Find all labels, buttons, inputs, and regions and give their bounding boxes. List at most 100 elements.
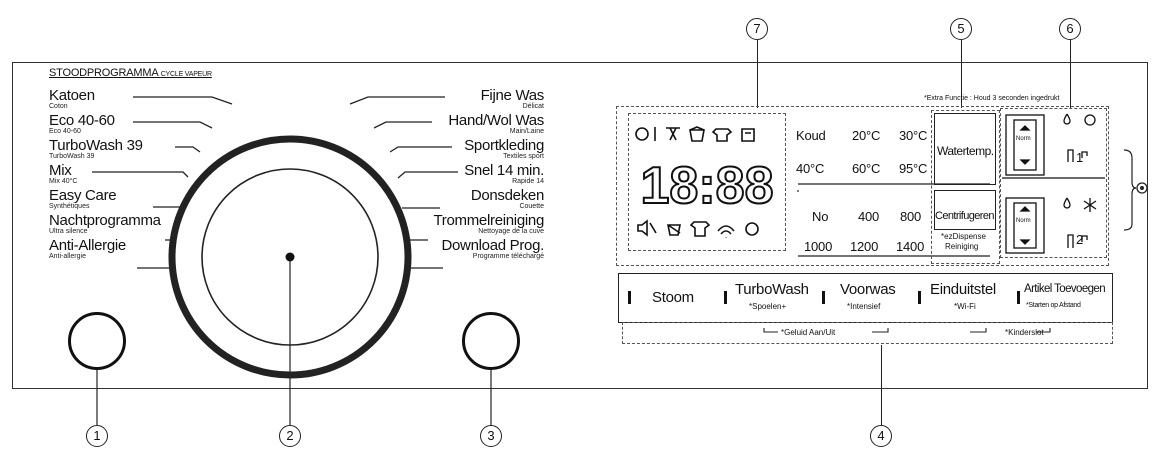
spin-800: 800 [900,209,922,224]
connector-eco [133,121,213,129]
tank1-down-icon [1019,159,1031,165]
turbowash-sub: *Spoelen+ [749,302,787,311]
einduitstel-sub: *Wi-Fi [954,302,976,311]
callout-2: 2 [279,425,301,447]
extra-function-note: *Extra Functie : Houd 3 seconden ingedru… [924,95,1060,102]
steam-program-title: STOODPROGRAMMA [49,67,158,79]
artikel-toevoegen-sub: *Starten op Afstand [1026,302,1081,309]
reiniging-label: Reiniging [945,242,979,251]
spin-no: No [812,209,829,224]
tank2-up-icon [1019,206,1031,212]
spin-1400: 1400 [896,239,925,254]
start-pause-button[interactable] [462,312,520,370]
callout-4-line [881,345,882,425]
connector-sport [389,146,452,153]
tank1-softener-icon [1084,114,1096,126]
water-temp-label: Watertemp. [937,144,994,158]
tank2-adjust-box [1005,197,1045,254]
callout-1: 1 [86,425,108,447]
tank2-snow-icon [1083,198,1097,212]
tank1-adjust-inner [1013,119,1037,171]
callout-6: 6 [1059,18,1081,40]
temp-20: 20°C [852,128,881,143]
ezdispense-block [931,110,1000,264]
callout-7: 7 [746,18,768,40]
time-digits: 18:88 [641,157,774,215]
callout-7-line [757,40,758,108]
tank2-detergent-icon [1063,197,1071,209]
steam-program-header: STOODPROGRAMMA CYCLE VAPEUR [49,67,212,79]
power-button[interactable] [68,312,126,370]
spin-1200: 1200 [850,239,879,254]
ezdispense-tanks [1000,108,1107,258]
tank1-detergent-icon [1063,113,1071,125]
connector-hand-wol [373,121,432,129]
connector-fijne-was [349,96,445,105]
tank1-up-icon [1019,125,1031,131]
childlock-combo-label: *Kinderslot [1005,328,1044,337]
temp-95: 95°C [899,161,928,176]
combo-brackets [763,328,1051,333]
wash-icon [689,126,705,142]
temp-40: 40°C [796,161,825,176]
lock-icon [745,222,759,236]
turbowash-button[interactable]: TurboWash [735,281,809,298]
tank1-indicator [1067,149,1088,162]
button-group-outline [622,322,1113,344]
artikel-toevoegen-button[interactable]: Artikel Toevoegen [1024,283,1106,295]
spin-400: 400 [858,209,880,224]
callout-4: 4 [870,425,892,447]
callout-3: 3 [480,425,502,447]
tank2-indicator [1067,234,1088,248]
spin-icon [741,128,755,142]
temp-60: 60°C [852,161,881,176]
temp-koud: Koud [796,128,826,143]
sound-combo-label: *Geluid Aan/Uit [781,328,836,337]
program-knob-center-dot [285,252,295,262]
temp-30: 30°C [899,128,928,143]
water-temp-button[interactable] [934,113,996,185]
callout-5: 5 [950,18,972,40]
connector-turbowash [175,146,201,153]
status-display-block [628,113,786,251]
stoom-button[interactable]: Stoom [652,289,694,306]
tank2-number: 2 [1076,232,1084,247]
connector-mix [92,171,189,178]
control-panel [12,62,1148,389]
voorwas-button[interactable]: Voorwas [840,281,896,298]
callout-5-line [961,40,962,108]
steam-program-subtitle: CYCLE VAPEUR [160,71,212,78]
tank1-adjust-box [1005,114,1045,176]
gear-icon [1136,182,1148,194]
connector-snel [397,171,458,179]
spin-1000: 1000 [804,239,833,254]
nospin-icon [666,127,680,141]
steam-status-icon [635,127,649,141]
voorwas-sub: *Intensief [847,302,881,311]
spin-label: Centrifugeren [935,210,994,222]
program-snel: Snel 14 min.Rapide 14 [464,162,544,185]
callout-6-line [1070,40,1071,108]
status-icons: 18:88 [635,126,775,238]
tank1-norm-label: Norm [1016,136,1031,142]
einduitstel-button[interactable]: Einduitstel [930,281,996,298]
tank-controls [1002,113,1105,254]
ezdispense-label: *ezDispense [941,232,986,241]
wifi-icon [717,225,735,238]
tank2-adjust-inner [1013,202,1037,249]
tub-clean-icon [667,224,681,236]
shirt-icon [689,221,711,237]
rinse-icon [711,128,733,142]
spin-button[interactable] [934,190,996,230]
